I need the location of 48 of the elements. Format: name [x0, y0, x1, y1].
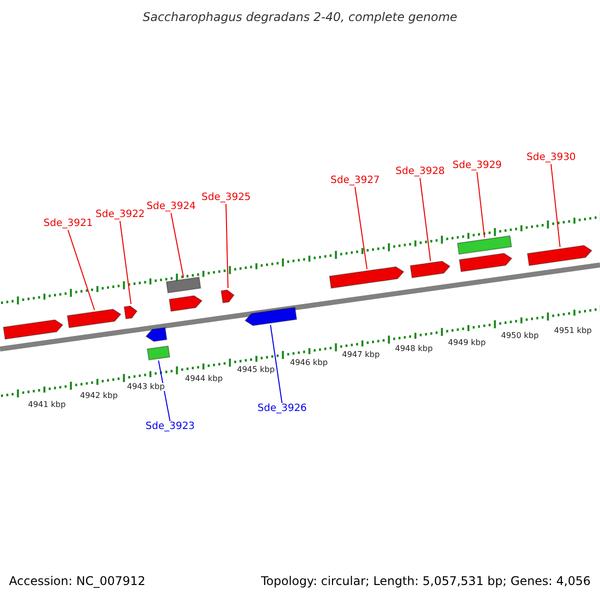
gene-block [166, 276, 202, 294]
gene-label: Sde_3924 [146, 202, 196, 212]
gene-feature [244, 306, 298, 326]
scale-label: 4951 kbp [554, 327, 592, 335]
leader-line [226, 204, 228, 288]
leader-line [476, 172, 485, 238]
gene-feature [124, 306, 138, 320]
leader-line [120, 220, 132, 304]
leader-line [420, 178, 431, 262]
gene-feature [410, 260, 451, 278]
gene-label: Sde_3928 [396, 167, 445, 177]
gene-label: Sde_3922 [96, 210, 145, 220]
scale-label: 4942 kbp [80, 392, 118, 400]
gene-block [456, 235, 512, 255]
gene-label: Sde_3921 [44, 219, 93, 229]
gene-feature [168, 295, 203, 312]
gene-label: Sde_3926 [258, 404, 307, 414]
leader-line [68, 230, 95, 310]
gene-label: Sde_3927 [330, 176, 380, 186]
leader-line [170, 212, 184, 278]
gene-label: Sde_3925 [202, 193, 251, 203]
gene-label: Sde_3930 [526, 153, 576, 163]
leader-line [354, 186, 368, 270]
scale-label: 4941 kbp [28, 401, 66, 409]
scale-label: 4943 kbp [127, 383, 165, 391]
gene-feature [220, 290, 235, 304]
scale-label: 4946 kbp [290, 359, 328, 367]
footer-text: Accession: NC_007912 [9, 575, 146, 587]
gene-feature [526, 245, 592, 266]
gene-label: Sde_3923 [146, 422, 195, 432]
gene-feature [458, 252, 512, 272]
leader-line [158, 360, 170, 422]
gene-feature [66, 308, 122, 328]
scale-label: 4947 kbp [342, 351, 380, 359]
scale-label: 4949 kbp [448, 339, 486, 347]
leader-line [550, 164, 560, 248]
scale-label: 4944 kbp [185, 375, 223, 383]
gene-label: Sde_3929 [452, 161, 502, 171]
scale-label: 4950 kbp [501, 332, 539, 340]
leader-line [270, 324, 282, 404]
footer-text: Topology: circular; Length: 5,057,531 bp; Genes: 4,056 [261, 575, 591, 587]
gene-feature [2, 319, 64, 340]
gene-block [146, 346, 170, 360]
scale-label: 4945 kbp [237, 366, 275, 374]
gene-feature [328, 266, 404, 289]
gene-feature [145, 327, 168, 342]
title: Saccharophagus degradans 2-40, complete genome [142, 11, 458, 23]
scale-label: 4948 kbp [395, 345, 433, 353]
